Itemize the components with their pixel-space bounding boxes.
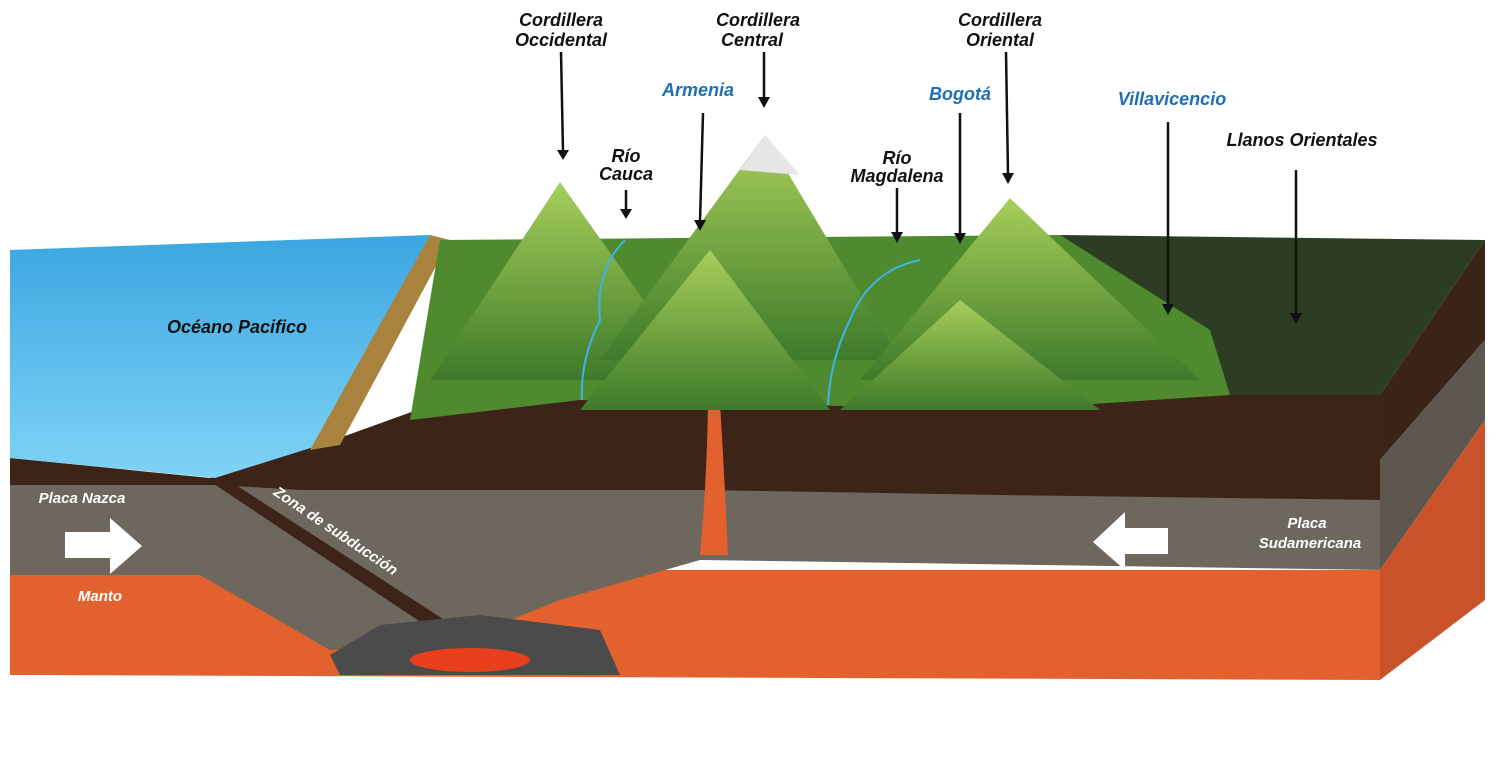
label-cordillera-occidental-2: Occidental: [515, 30, 608, 50]
label-placa-sudamericana-2: Sudamericana: [1259, 535, 1362, 552]
label-cordillera-central-1: Cordillera: [716, 10, 800, 30]
label-rio-magdalena-2: Magdalena: [850, 166, 943, 186]
block-side-face: [1380, 240, 1485, 680]
label-oceano-pacifico: Océano Pacifico: [167, 317, 307, 337]
subducting-slab: [205, 478, 460, 635]
label-rio-cauca-1: Río: [612, 146, 641, 166]
llanos-plain: [1060, 235, 1485, 395]
andes-mountains: [410, 135, 1230, 420]
label-armenia: Armenia: [661, 80, 734, 100]
label-pointers: [557, 51, 1302, 324]
label-placa-nazca: Placa Nazca: [39, 490, 126, 507]
plate-layer: [10, 480, 1380, 650]
label-cordillera-oriental-1: Cordillera: [958, 10, 1042, 30]
nazca-plate-arrow-icon: [65, 518, 142, 574]
label-villavicencio: Villavicencio: [1118, 89, 1226, 109]
label-cordillera-central-2: Central: [721, 30, 784, 50]
label-bogota: Bogotá: [929, 84, 991, 104]
rio-cauca-line: [580, 239, 626, 401]
rio-magdalena-line: [827, 259, 921, 406]
label-rio-cauca-2: Cauca: [599, 164, 653, 184]
magma-conduit: [700, 320, 728, 555]
label-cordillera-oriental-2: Oriental: [966, 30, 1035, 50]
label-llanos-orientales: Llanos Orientales: [1226, 130, 1377, 150]
pacific-ocean: [10, 235, 450, 478]
label-rio-magdalena-1: Río: [883, 148, 912, 168]
magma-chamber: [330, 615, 620, 675]
south-american-plate-arrow-icon: [1093, 512, 1168, 570]
label-cordillera-occidental-1: Cordillera: [519, 10, 603, 30]
label-manto: Manto: [78, 588, 122, 605]
mantle-layer: [10, 570, 1380, 680]
label-placa-sudamericana-1: Placa: [1287, 515, 1326, 532]
